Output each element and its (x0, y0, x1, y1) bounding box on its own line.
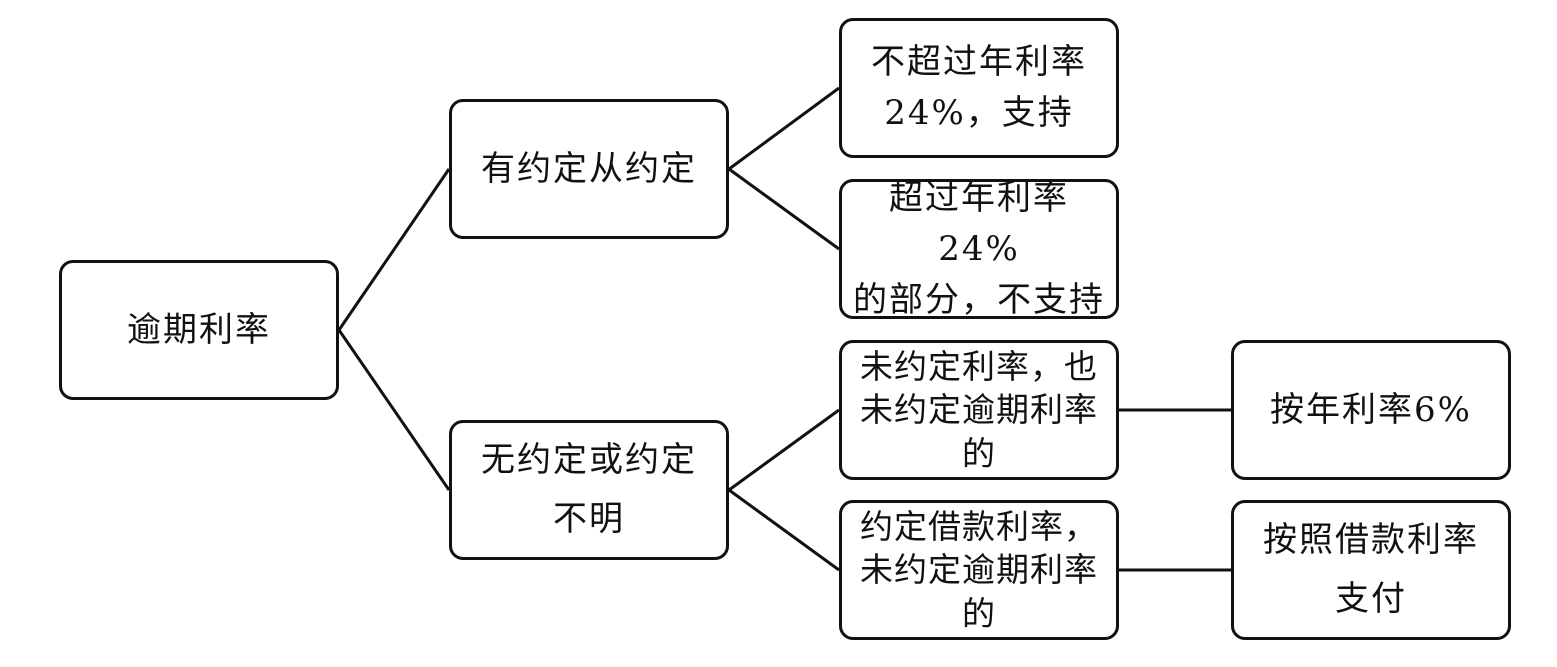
connector-agreed-over (728, 167, 840, 251)
node-no-rate-agreed: 未约定利率，也 未约定逾期利率 的 (839, 340, 1119, 480)
node-result-loan-rate: 按照借款利率 支付 (1231, 500, 1511, 640)
node-agreed: 有约定从约定 (449, 99, 729, 239)
node-agreed-within-limit: 不超过年利率 24%，支持 (839, 18, 1119, 158)
node-loan-rate-agreed: 约定借款利率， 未约定逾期利率 的 (839, 500, 1119, 640)
node-label: 超过年利率24% 的部分，不支持 (853, 177, 1105, 320)
connector-root-unagreed (337, 329, 451, 491)
connector-root-agreed (337, 168, 451, 331)
node-label: 不超过年利率 24%，支持 (871, 42, 1087, 133)
node-label: 未约定利率，也 未约定逾期利率 的 (860, 346, 1098, 473)
node-label: 约定借款利率， 未约定逾期利率 的 (860, 506, 1098, 633)
node-label: 按照借款利率 支付 (1263, 519, 1479, 620)
node-label: 无约定或约定 不明 (481, 439, 697, 540)
connector-agreed-within (728, 86, 840, 171)
node-unagreed: 无约定或约定 不明 (449, 420, 729, 560)
node-label: 有约定从约定 (481, 148, 697, 189)
node-label: 逾期利率 (127, 309, 271, 350)
node-root-overdue-rate: 逾期利率 (59, 260, 339, 400)
connector-unagreed-norate (728, 408, 840, 492)
node-agreed-over-limit: 超过年利率24% 的部分，不支持 (839, 178, 1119, 320)
connector-unagreed-loanrate (728, 488, 840, 572)
node-label: 按年利率6% (1270, 389, 1472, 430)
node-result-six-percent: 按年利率6% (1231, 340, 1511, 480)
